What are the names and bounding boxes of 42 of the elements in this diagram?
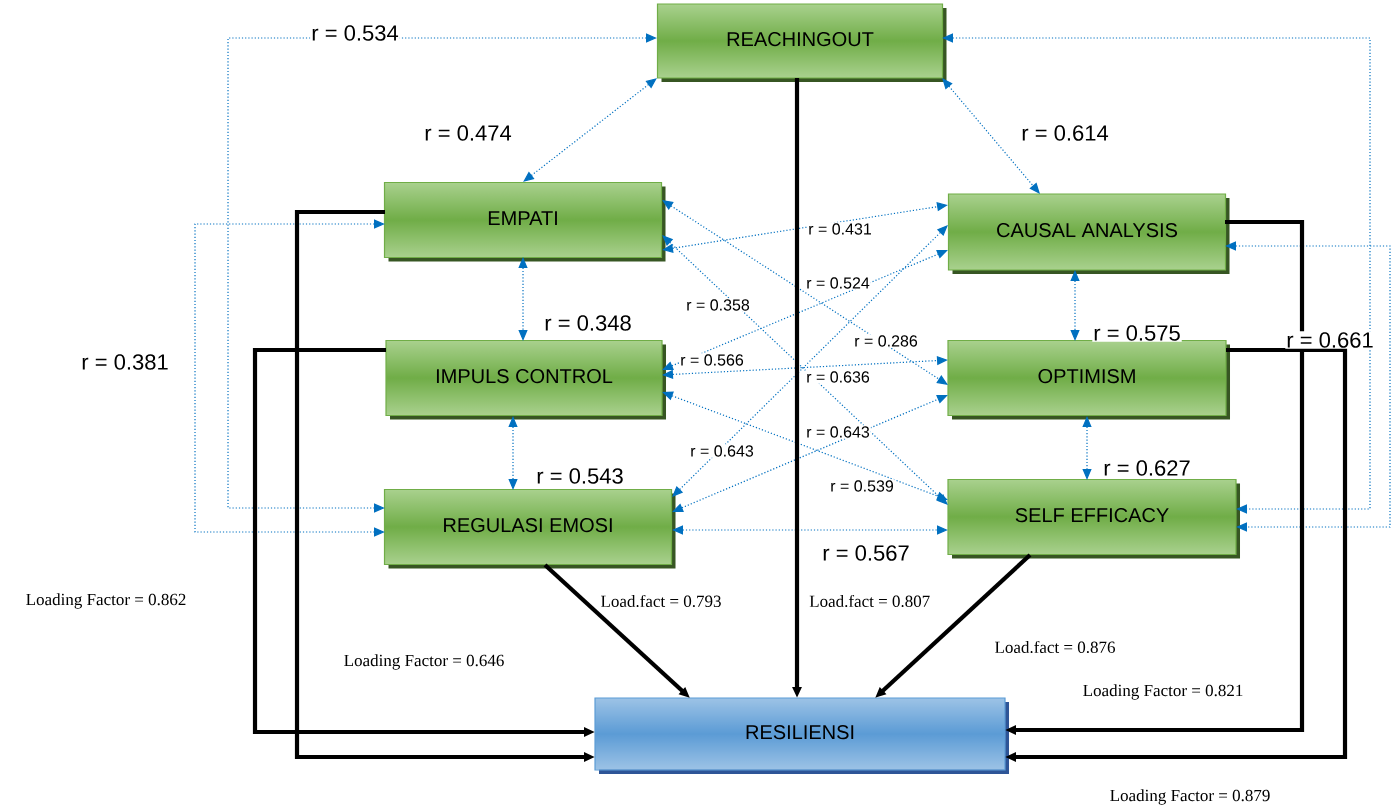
arrow <box>662 200 948 385</box>
arrow <box>227 33 657 513</box>
process-box: REGULASI EMOSI <box>383 488 676 569</box>
arrow <box>942 78 1040 194</box>
edge-label: r = 0.643 <box>689 444 755 458</box>
arrow <box>662 391 948 501</box>
edge-label: Loading Factor = 0.646 <box>342 653 506 671</box>
process-box: IMPULS CONTROL <box>385 339 666 420</box>
edge-label: r = 0.348 <box>543 314 633 332</box>
edge-label: Loading Factor = 0.879 <box>1108 788 1272 806</box>
process-box: CAUSAL ANALYSIS <box>947 193 1230 274</box>
edge-label: r = 0.636 <box>805 370 871 384</box>
edge-label: r = 0.381 <box>80 353 170 371</box>
edge-label: r = 0.643 <box>805 425 871 439</box>
edge-label: Load.fact = 0.876 <box>993 639 1117 655</box>
edge-label: r = 0.539 <box>829 479 895 493</box>
edge-label: r = 0.543 <box>535 467 625 485</box>
edge-label: r = 0.614 <box>1020 124 1110 142</box>
edge-label: Loading Factor = 0.862 <box>24 592 188 610</box>
arrow <box>672 395 948 512</box>
value-label: r = 0.358 <box>685 298 751 312</box>
arrow <box>194 219 385 537</box>
edge-label: Load.fact = 0.793 <box>599 593 723 609</box>
edge-label: r = 0.524 <box>805 276 871 290</box>
edge-label: r = 0.474 <box>423 124 513 142</box>
edge-label: r = 0.661 <box>1285 331 1375 349</box>
edge-label: r = 0.286 <box>853 334 919 348</box>
process-box: RESILIENSI <box>594 697 1009 774</box>
edge-label: r = 0.627 <box>1102 459 1192 477</box>
process-box: SELF EFFICACY <box>947 478 1240 559</box>
edge-label: r = 0.575 <box>1092 324 1182 342</box>
edge-label: Loading Factor = 0.821 <box>1081 683 1245 701</box>
edge-label: r = 0.431 <box>807 222 873 236</box>
arrow <box>523 78 657 182</box>
arrow <box>662 249 948 371</box>
process-box: EMPATI <box>383 181 666 262</box>
edge-label: r = 0.534 <box>310 24 400 42</box>
edge-label: r = 0.567 <box>821 544 911 562</box>
edge-label: r = 0.566 <box>679 353 745 367</box>
edge-label: Load.fact = 0.807 <box>808 593 932 609</box>
arrow <box>662 202 948 253</box>
process-box: REACHINGOUT <box>656 3 947 82</box>
